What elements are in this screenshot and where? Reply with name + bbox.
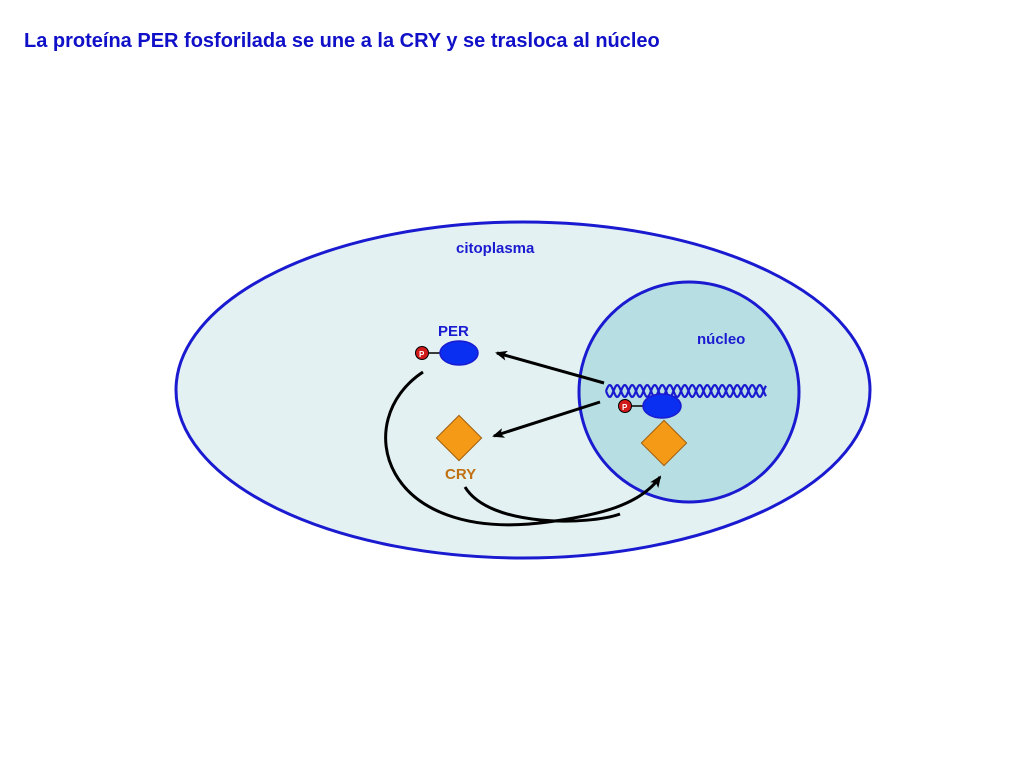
cytoplasm-label: citoplasma: [456, 240, 535, 257]
cry-return-arrow: [463, 486, 621, 523]
per-label: PER: [438, 323, 469, 340]
dna-helix-icon: [604, 383, 767, 399]
nucleus-label: núcleo: [697, 331, 745, 348]
per-return-arrow: [384, 370, 662, 527]
arrow-to-cry: [492, 400, 601, 438]
cry-protein-icon: [435, 414, 483, 462]
phosphate-left-icon: [415, 346, 429, 360]
page-title: La proteína PER fosforilada se une a la …: [24, 30, 660, 52]
per-protein-icon: [439, 340, 479, 366]
nuclear-cry-protein-icon: [640, 419, 688, 467]
nuclear-per-protein-icon: [642, 393, 682, 419]
phosphate-left-label: P: [419, 350, 425, 359]
arrow-to-per: [495, 350, 605, 385]
phosphate-right-label: P: [622, 403, 628, 412]
cry-label: CRY: [445, 466, 476, 483]
phosphate-right-icon: [618, 399, 632, 413]
